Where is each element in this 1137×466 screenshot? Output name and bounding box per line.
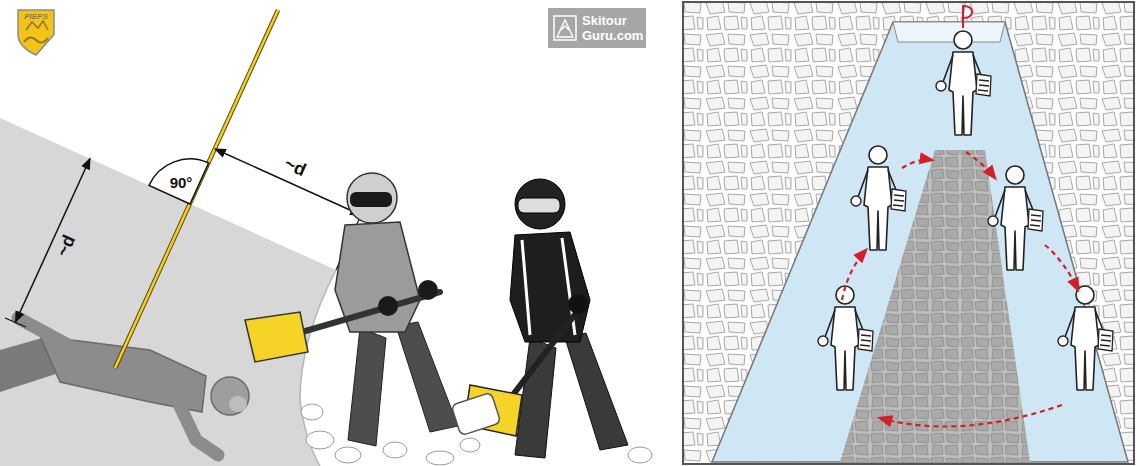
helmet: [515, 179, 565, 229]
rescuer: [851, 146, 906, 250]
right-angle-wedge: [149, 159, 209, 204]
snow-slope: [0, 118, 336, 466]
rescuer: [1058, 286, 1113, 390]
rotation-arrow: [966, 152, 995, 178]
probe-outline: [115, 10, 278, 368]
helmet: [347, 173, 397, 223]
pit-wall: [300, 270, 336, 466]
goggles: [518, 198, 560, 213]
avalanche-probe: [115, 10, 278, 368]
victim-helmet: [211, 377, 249, 415]
snow-block: [301, 404, 323, 420]
rescuer: [818, 286, 873, 390]
goggles: [350, 192, 392, 207]
trench-back-wall: [893, 22, 1005, 42]
shovel-handle: [302, 292, 440, 332]
watermark-badge: Skitour Guru.com: [548, 8, 646, 48]
icon-frame: [554, 16, 576, 40]
watermark-icon: [550, 8, 580, 48]
icon-mountain: [557, 20, 573, 37]
victim-arm: [18, 318, 70, 346]
torso: [335, 222, 420, 332]
shoveler-grey: [245, 173, 458, 446]
snow-block: [335, 447, 361, 463]
leg: [396, 322, 458, 432]
glove: [418, 280, 438, 300]
left-background: [0, 0, 660, 466]
logo-text: PIEPS: [16, 12, 56, 21]
dimension-tick: [5, 318, 26, 327]
leg: [348, 328, 386, 446]
shovel-blade: [245, 312, 308, 362]
leg: [565, 333, 628, 450]
probe-marker: [963, 6, 972, 28]
distance-dimension: [215, 149, 361, 215]
glove: [568, 294, 588, 314]
watermark-text: Skitour Guru.com: [582, 13, 644, 43]
snow-block: [383, 442, 407, 458]
depth-dimension: [16, 159, 91, 323]
snow-block: [451, 392, 501, 435]
shield-mountain: [26, 21, 48, 30]
rotation-arrow: [880, 405, 1062, 426]
snow-block: [426, 451, 454, 465]
logo-shield: PIEPS: [16, 8, 56, 56]
rotation-arrow: [1045, 245, 1078, 290]
rescuer: [988, 166, 1043, 270]
right-panel-frame: [683, 2, 1134, 464]
snow-block: [460, 438, 480, 452]
rotation-arrow: [902, 160, 932, 168]
snow-block: [628, 447, 652, 463]
shield-wave: [24, 37, 48, 42]
shovel-handle: [505, 308, 580, 405]
rescuer: [936, 31, 991, 135]
glove: [378, 296, 398, 316]
shoveler-black: [451, 179, 628, 458]
snow-trench: [712, 22, 1128, 462]
victim-face: [229, 396, 247, 412]
angle-label: 90°: [170, 174, 193, 191]
rotation-arrow: [842, 250, 866, 300]
victim: [0, 318, 249, 455]
victim-arm: [178, 402, 218, 455]
snow-block: [306, 431, 334, 449]
torso: [510, 232, 590, 342]
rotation-arrows: [842, 152, 1078, 426]
